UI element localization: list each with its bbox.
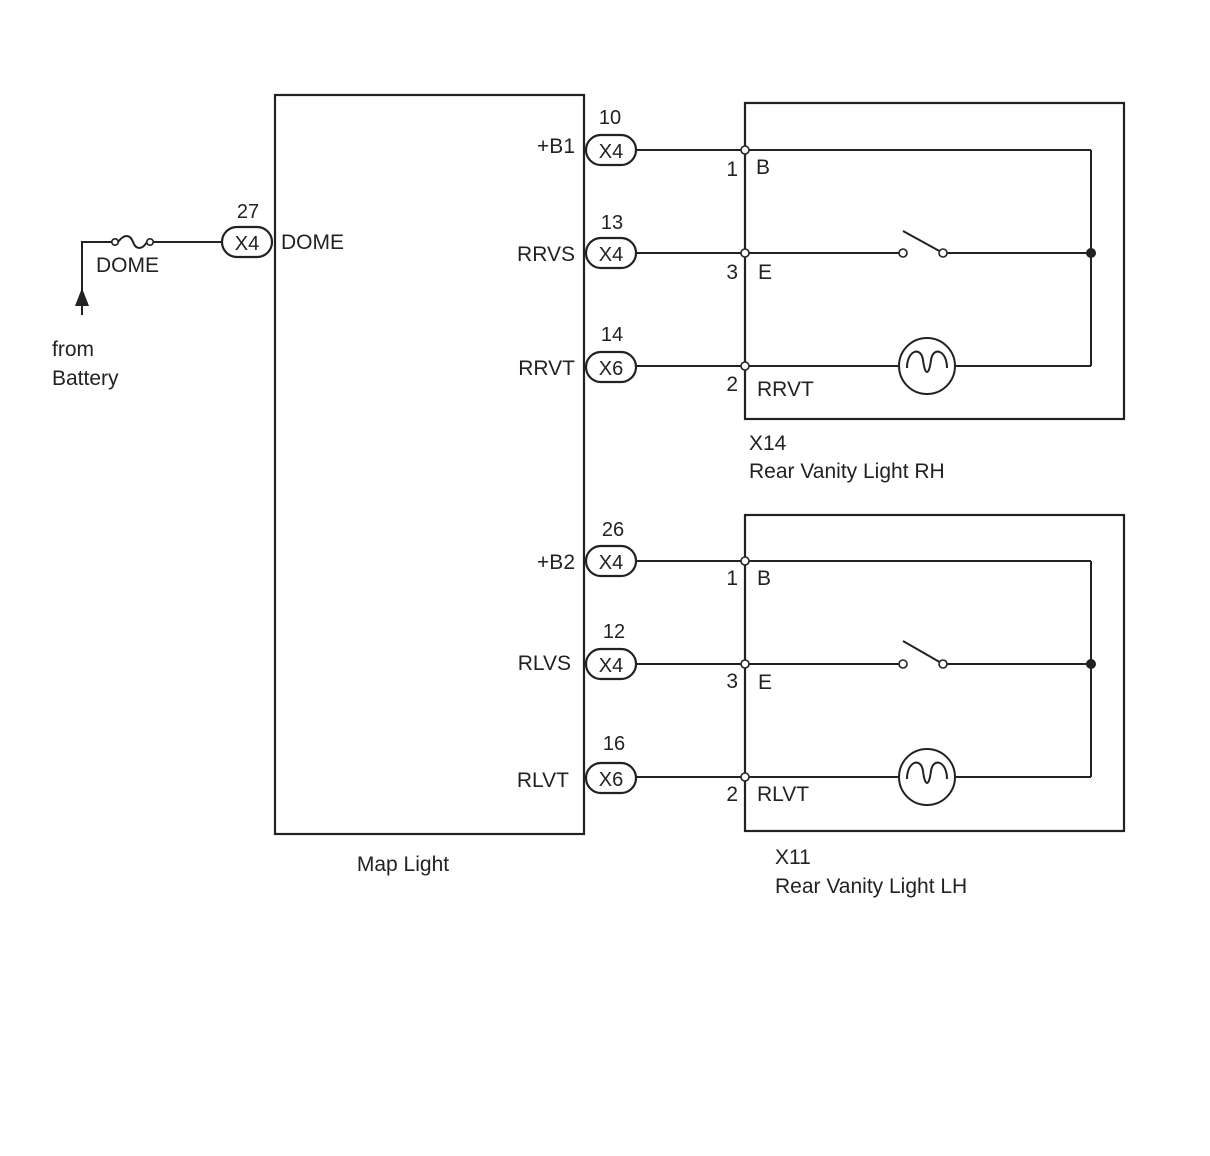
- dome-fuse: DOME: [96, 235, 222, 277]
- dome-pin-number: 27: [237, 201, 259, 223]
- dome-pin: 27 X4 DOME: [220, 201, 344, 259]
- terminal-signal-label: RLVT: [517, 769, 569, 792]
- lh-pin-node: [740, 659, 750, 669]
- terminal-b1: +B1 10 X4: [537, 107, 638, 167]
- battery-feed: from Battery: [52, 241, 119, 390]
- terminal-pin-number: 13: [601, 212, 623, 234]
- terminal-pin-number: 14: [601, 324, 623, 346]
- lh-pin-number: 2: [726, 783, 738, 806]
- terminal-pin-number: 12: [603, 621, 625, 643]
- terminal-connector-code: X4: [599, 552, 623, 574]
- terminal-rrvt: RRVT 14 X6: [518, 324, 638, 384]
- lh-pin-node: [740, 556, 750, 566]
- rh-pin-node: [740, 145, 750, 155]
- lh-pin-label: E: [758, 671, 772, 694]
- rh-pin-number: 3: [726, 261, 738, 284]
- rh-pin-node: [740, 361, 750, 371]
- fuse-terminal-left: [111, 238, 120, 247]
- lh-component-name: Rear Vanity Light LH: [775, 875, 967, 898]
- lh-pin-node: [740, 772, 750, 782]
- rh-component-name: Rear Vanity Light RH: [749, 460, 945, 483]
- rh-pin-label: E: [758, 261, 772, 284]
- terminal-rlvt: RLVT 16 X6: [517, 733, 638, 795]
- battery-label-battery: Battery: [52, 367, 119, 390]
- rh-lamp-icon: [898, 337, 956, 395]
- rh-pin-number: 2: [726, 373, 738, 396]
- map-light-label: Map Light: [357, 853, 449, 876]
- terminal-rlvs: RLVS 12 X4: [518, 621, 638, 681]
- dome-signal-label: DOME: [281, 231, 344, 254]
- map-light-box: [273, 93, 586, 836]
- rh-component-code: X14: [749, 432, 787, 455]
- terminal-signal-label: +B1: [537, 135, 575, 158]
- terminal-signal-label: RLVS: [518, 652, 571, 675]
- terminal-b2: +B2 26 X4: [537, 519, 638, 578]
- terminal-connector-code: X6: [599, 358, 623, 380]
- lh-pin-number: 3: [726, 670, 738, 693]
- rear-vanity-light-rh: 1 B 3 E 2 RRVT X14 Rear Vanity Light RH: [636, 101, 1126, 483]
- terminal-pin-number: 10: [599, 107, 621, 129]
- terminal-signal-label: RRVS: [517, 243, 575, 266]
- rear-vanity-light-lh: 1 B 3 E 2 RLVT X11 Rear Vanity Light LH: [636, 513, 1126, 898]
- dome-connector-code: X4: [235, 233, 259, 255]
- map-light: Map Light 27 X4 DOME +B1 10 X4 RRVS 13 X…: [220, 93, 638, 876]
- terminal-connector-code: X6: [599, 769, 623, 791]
- lh-switch-icon: [898, 640, 948, 669]
- rh-pin-number: 1: [726, 158, 738, 181]
- terminal-connector-code: X4: [599, 141, 623, 163]
- terminal-pin-number: 16: [603, 733, 625, 755]
- rh-pin-label: B: [756, 156, 770, 179]
- battery-label-from: from: [52, 338, 94, 361]
- lh-pin-label: RLVT: [757, 783, 809, 806]
- rh-junction-dot: [1086, 248, 1096, 258]
- fuse-element-icon: [117, 235, 148, 249]
- terminal-signal-label: +B2: [537, 551, 575, 574]
- battery-arrow-icon: [75, 288, 89, 306]
- terminal-connector-code: X4: [599, 655, 623, 677]
- lh-pin-number: 1: [726, 567, 738, 590]
- terminal-pin-number: 26: [602, 519, 624, 541]
- terminal-signal-label: RRVT: [518, 357, 575, 380]
- fuse-label: DOME: [96, 254, 159, 277]
- rh-switch-icon: [898, 230, 948, 258]
- lh-pin-label: B: [757, 567, 771, 590]
- dome-connector-badge: [220, 225, 274, 259]
- lh-lamp-icon: [898, 748, 956, 806]
- terminal-connector-code: X4: [599, 244, 623, 266]
- terminal-rrvs: RRVS 13 X4: [517, 212, 638, 270]
- fuse-terminal-right: [146, 238, 155, 247]
- rh-pin-label: RRVT: [757, 378, 814, 401]
- lh-junction-dot: [1086, 659, 1096, 669]
- lh-component-code: X11: [775, 846, 811, 869]
- rh-pin-node: [740, 248, 750, 258]
